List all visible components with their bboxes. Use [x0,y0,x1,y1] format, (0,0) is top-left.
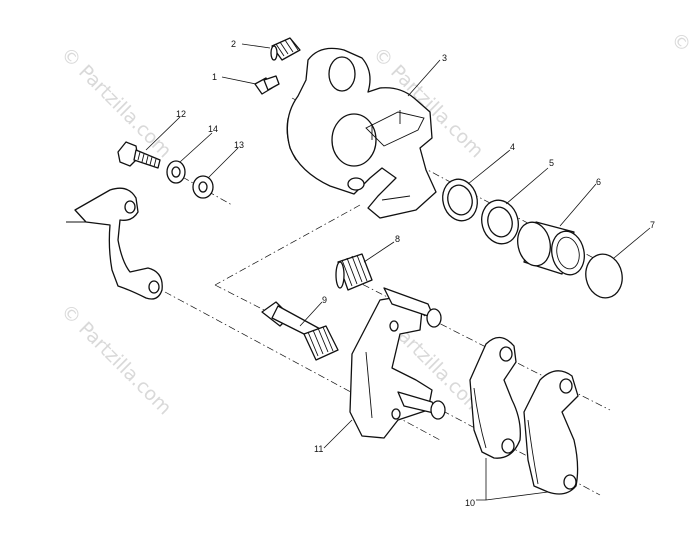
bleeder-fitting [254,75,280,95]
callout-7: 7 [650,220,655,230]
caliper-body [286,47,437,219]
arm-hole-upper [124,200,136,214]
watermark-3: © Partzilla.com [56,300,175,419]
dust-seal [481,199,519,245]
callout-1: 1 [212,72,217,82]
bleeder-screw [270,37,301,61]
callout-2: 2 [231,39,236,49]
piston [517,221,585,276]
flat-washer [192,175,214,199]
bracket-pin-lower [430,400,446,420]
caliper-bracket [349,287,446,439]
watermark-1: © Partzilla.com [56,43,175,162]
brake-pad-outer [523,370,579,495]
callout-8: 8 [395,234,400,244]
callout-14: 14 [208,124,218,134]
guide-spring [335,253,373,291]
callout-12: 12 [176,109,186,119]
watermark-5: © Partzilla.com [666,28,689,147]
callout-13: 13 [234,140,244,150]
callout-6: 6 [596,177,601,187]
brake-pad-inner [469,336,521,459]
lock-washer [166,160,186,184]
bolt [117,141,161,169]
caliper-piston-bore [331,113,377,167]
callout-9: 9 [322,295,327,305]
callout-labels: 2 1 3 4 5 6 7 8 9 10 11 12 13 14 [176,39,655,508]
slide-pin [261,301,339,361]
leader-lines [145,43,651,501]
piston-seal [442,178,478,222]
callout-10: 10 [465,498,475,508]
caliper-bore-top [328,56,356,92]
mounting-bracket-arm [66,187,163,300]
piston-cap [585,253,623,299]
bracket-pin-upper [426,308,442,328]
callout-3: 3 [442,53,447,63]
callout-4: 4 [510,142,515,152]
arm-hole-lower [148,280,160,294]
callout-11: 11 [314,444,323,454]
callout-5: 5 [549,158,554,168]
